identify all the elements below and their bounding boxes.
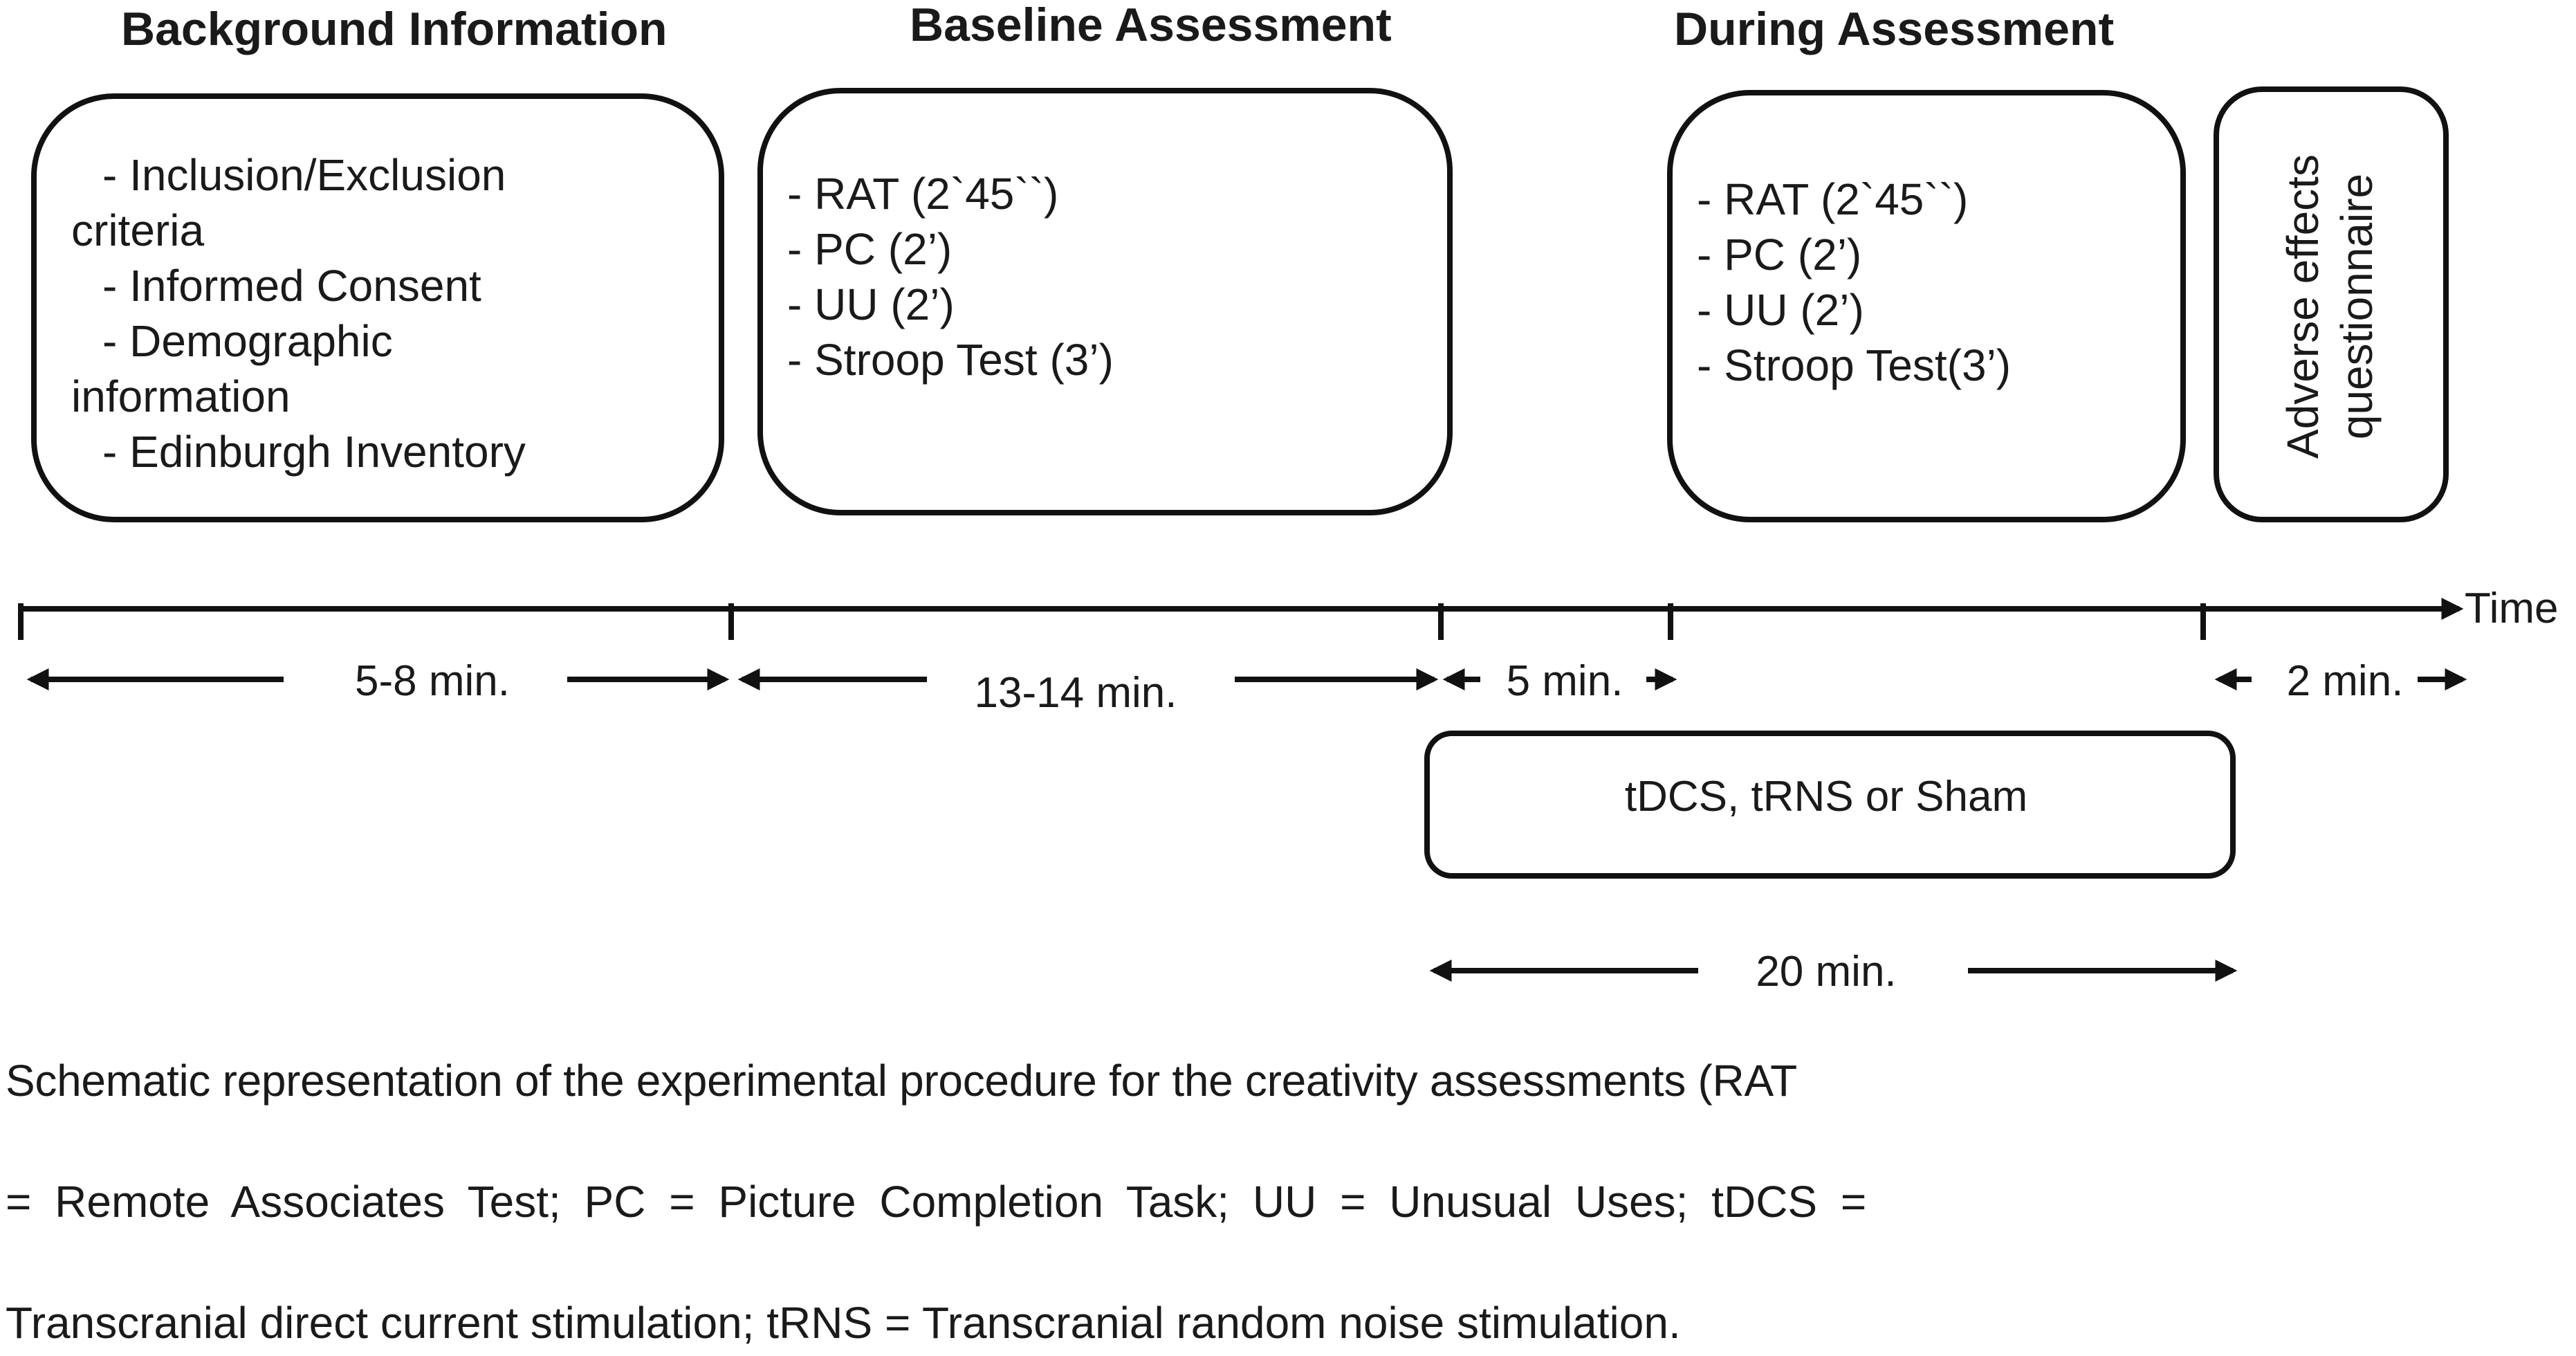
baseline-items-list: - RAT (2`45``) - PC (2’) - UU (2’) - Str… bbox=[763, 93, 1447, 387]
heading-background-information: Background Information bbox=[121, 3, 668, 55]
duration-stimulation-label: 20 min. bbox=[1756, 948, 1896, 996]
list-item: - Inclusion/Exclusion bbox=[102, 150, 506, 200]
list-item: - Stroop Test(3’) bbox=[1697, 340, 2012, 390]
caption-line: Schematic representation of the experime… bbox=[6, 1056, 1797, 1106]
list-item: - UU (2’) bbox=[787, 280, 955, 329]
during-items-list: - RAT (2`45``) - PC (2’) - UU (2’) - Str… bbox=[1673, 95, 2180, 393]
list-item: - UU (2’) bbox=[1697, 285, 1864, 335]
adverse-effects-box: Adverse effects questionnaire bbox=[2214, 86, 2449, 522]
stimulation-box bbox=[1424, 731, 2236, 879]
list-item: information bbox=[71, 372, 291, 421]
caption-line: Transcranial direct current stimulation;… bbox=[6, 1298, 1681, 1348]
during-assessment-box: - RAT (2`45``) - PC (2’) - UU (2’) - Str… bbox=[1667, 90, 2186, 522]
duration-adverse-label: 2 min. bbox=[2287, 657, 2404, 705]
duration-background-label: 5-8 min. bbox=[355, 657, 510, 705]
list-item: - PC (2’) bbox=[1697, 230, 1862, 280]
caption-line: = Remote Associates Test; PC = Picture C… bbox=[6, 1177, 1867, 1227]
list-item: criteria bbox=[71, 205, 205, 255]
heading-baseline-assessment: Baseline Assessment bbox=[910, 0, 1392, 51]
background-items-list: - Inclusion/Exclusion criteria - Informe… bbox=[37, 99, 719, 479]
list-item: - RAT (2`45``) bbox=[1697, 174, 1969, 224]
baseline-assessment-box: - RAT (2`45``) - PC (2’) - UU (2’) - Str… bbox=[757, 88, 1453, 515]
duration-gap-label: 5 min. bbox=[1507, 657, 1623, 705]
list-item: - Stroop Test (3’) bbox=[787, 335, 1114, 385]
duration-baseline-label: 13-14 min. bbox=[975, 669, 1177, 717]
time-axis-label: Time bbox=[2465, 585, 2558, 632]
list-item: - Edinburgh Inventory bbox=[102, 427, 526, 477]
list-item: - Informed Consent bbox=[102, 261, 481, 311]
list-item: - PC (2’) bbox=[787, 224, 953, 274]
stimulation-label: tDCS, tRNS or Sham bbox=[1625, 773, 2027, 821]
heading-during-assessment: During Assessment bbox=[1674, 3, 2115, 55]
background-information-box: - Inclusion/Exclusion criteria - Informe… bbox=[31, 93, 724, 522]
list-item: - RAT (2`45``) bbox=[787, 169, 1059, 219]
list-item: - Demographic bbox=[102, 316, 393, 366]
